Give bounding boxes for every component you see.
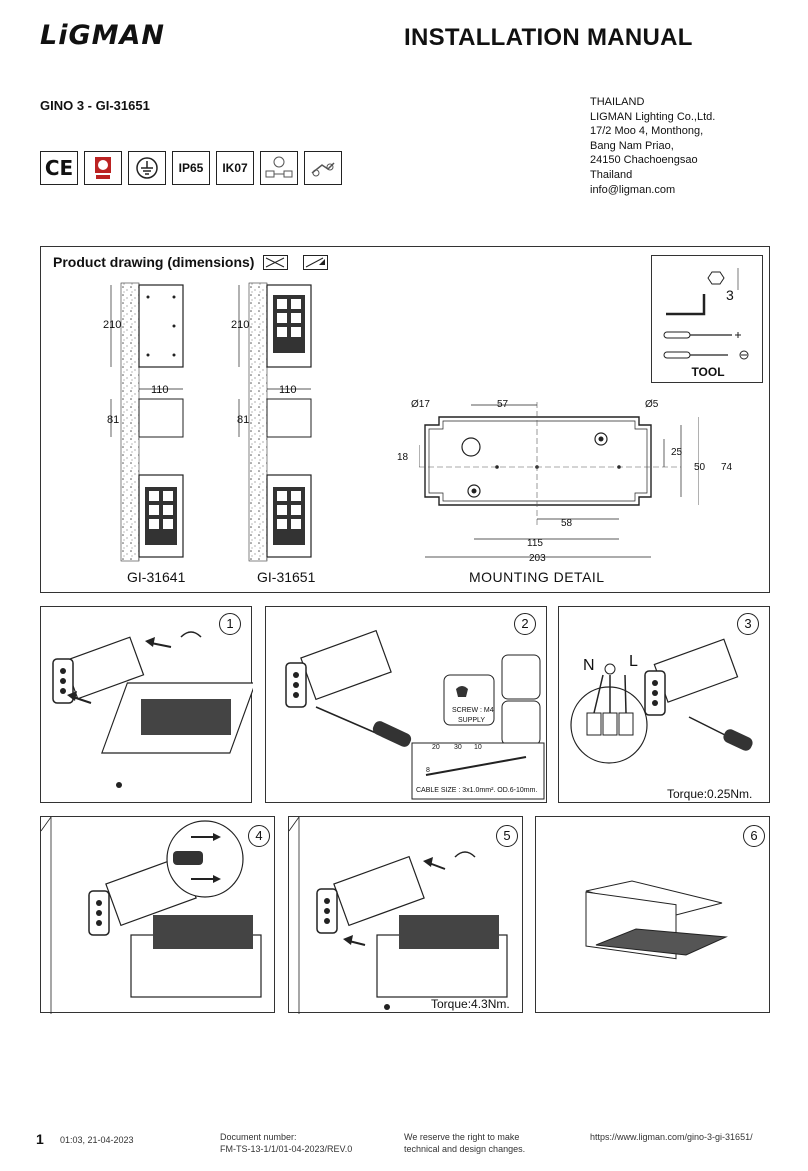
step-3-number: 3 — [737, 613, 759, 635]
tool-drawing — [663, 268, 749, 360]
step-6-number: 6 — [743, 825, 765, 847]
dim-115: 115 — [527, 538, 543, 549]
ik-rating: IK07 — [216, 151, 254, 185]
dim-58: 58 — [561, 518, 573, 529]
tool-box: 3 TOOL — [651, 255, 763, 383]
certification-row: CE IP65 IK07 — [40, 151, 342, 185]
step-4-panel: 4 — [40, 816, 275, 1014]
model-label-31651: GI-31651 — [257, 569, 316, 585]
tool-title: TOOL — [691, 365, 725, 379]
step-2-panel: 2 SCREW : M4 SUPPLY 20 30 10 8 CABLE SIZ… — [265, 606, 547, 803]
tool-free-icon — [304, 151, 342, 185]
torque-label-3: Torque:0.25Nm. — [667, 787, 753, 801]
screw-label: SCREW : M4 — [452, 707, 494, 714]
step-5-panel: 5 Torque:4.3Nm. — [288, 816, 523, 1014]
page-title: INSTALLATION MANUAL — [404, 24, 693, 51]
footer-url[interactable]: https://www.ligman.com/gino-3-gi-31651/ — [590, 1132, 753, 1142]
company-address: THAILAND LIGMAN Lighting Co.,Ltd. 17/2 M… — [590, 96, 716, 196]
footer-document-number: Document number: FM-TS-13-1/1/01-04-2023… — [220, 1132, 353, 1154]
strip-30: 30 — [454, 744, 462, 751]
ground-icon — [128, 151, 166, 185]
dim-57: 57 — [497, 399, 509, 410]
dim-81-a: 81 — [107, 414, 120, 426]
footer-timestamp: 01:03, 21-04-2023 — [60, 1135, 134, 1145]
product-drawing-section: Product drawing (dimensions) — [40, 246, 770, 593]
dim-203: 203 — [529, 553, 546, 564]
dim-25: 25 — [671, 447, 683, 458]
neutral-label: N — [583, 657, 595, 674]
dim-50: 50 — [694, 462, 706, 473]
step-1-number: 1 — [219, 613, 241, 635]
dim-d17: Ø17 — [411, 399, 430, 410]
torque-label-5: Torque:4.3Nm. — [431, 997, 510, 1011]
tool-size: 3 — [726, 287, 734, 303]
dim-110-b: 110 — [279, 384, 297, 396]
ce-mark-icon: CE — [40, 151, 78, 185]
step-1-drawing — [52, 631, 253, 788]
live-label: L — [629, 653, 638, 670]
product-drawing-heading: Product drawing (dimensions) — [53, 254, 255, 270]
dim-210-a: 210 — [103, 319, 122, 331]
strip-20: 20 — [432, 744, 440, 751]
step-6-panel: 6 — [535, 816, 770, 1013]
step-2-number: 2 — [514, 613, 536, 635]
wiring-icon — [260, 151, 298, 185]
ip-rating: IP65 — [172, 151, 210, 185]
footer-disclaimer: We reserve the right to make technical a… — [404, 1132, 526, 1154]
dim-18: 18 — [397, 452, 409, 463]
dim-74: 74 — [721, 462, 733, 473]
supply-label: SUPPLY — [458, 717, 486, 724]
cable-size-label: CABLE SIZE : 3x1.0mm². OD.6-10mm. — [416, 787, 538, 794]
dim-d5: Ø5 — [645, 399, 659, 410]
dim-210-b: 210 — [231, 319, 250, 331]
mounting-detail-drawing — [419, 402, 699, 558]
strip-10: 10 — [474, 744, 482, 751]
model-title: GINO 3 - GI-31651 — [40, 98, 150, 113]
quality-mark-icon — [84, 151, 122, 185]
strip-8: 8 — [426, 767, 430, 774]
model-label-31641: GI-31641 — [127, 569, 186, 585]
mounting-detail-title: MOUNTING DETAIL — [469, 569, 605, 585]
dim-110-a: 110 — [151, 384, 169, 396]
step-3-panel: 3 N L Torque:0.25Nm. — [558, 606, 770, 803]
dim-81-b: 81 — [237, 414, 250, 426]
step-3-drawing — [570, 638, 753, 764]
page-number: 1 — [36, 1131, 44, 1147]
step-4-drawing — [41, 817, 262, 1014]
step-6-drawing — [585, 880, 728, 960]
step-1-panel: 1 — [40, 606, 253, 803]
step-4-number: 4 — [248, 825, 270, 847]
step-5-number: 5 — [496, 825, 518, 847]
not-covered-icon — [263, 255, 328, 270]
step-2-drawing — [285, 629, 545, 800]
dimension-drawings — [110, 282, 312, 562]
ligman-logo: LiGMAN — [40, 20, 165, 51]
step-5-drawing — [289, 817, 508, 1014]
